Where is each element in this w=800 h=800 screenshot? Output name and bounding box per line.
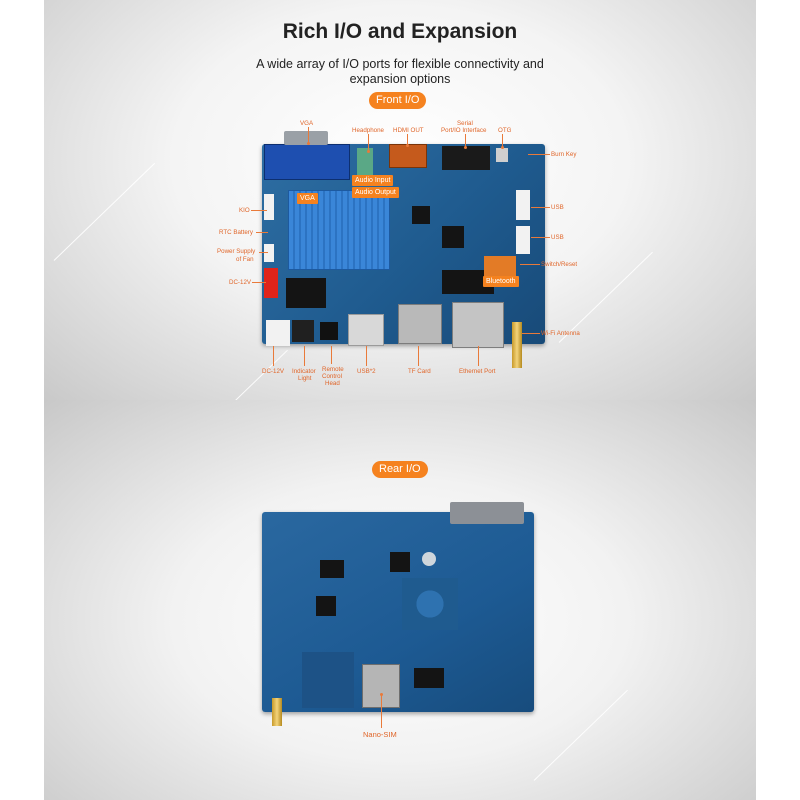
leader-line xyxy=(259,252,268,253)
serial-label-line1: Serial xyxy=(457,120,473,127)
bluetooth-tag: Bluetooth xyxy=(483,276,519,287)
chip xyxy=(442,226,464,248)
remote-label-line2: Control xyxy=(322,373,342,380)
front-board-image xyxy=(262,131,545,368)
rear-io-badge: Rear I/O xyxy=(372,461,428,478)
leader-dot xyxy=(380,693,383,696)
audio-input-tag: Audio Input xyxy=(352,175,394,186)
headphone-jack xyxy=(357,148,373,176)
indicator-label-line1: Indicator xyxy=(292,368,316,375)
otg-port xyxy=(496,148,508,162)
leader-line xyxy=(252,282,266,283)
usb-stack xyxy=(348,314,384,346)
leader-line xyxy=(407,134,408,146)
switch-reset-label: Switch/Reset xyxy=(541,261,578,268)
chip xyxy=(412,206,430,224)
leader-line xyxy=(381,695,382,728)
usb-header xyxy=(516,190,530,220)
tf-card-slot xyxy=(398,304,442,344)
serial-header xyxy=(442,146,490,170)
dc-jack xyxy=(266,320,290,346)
tf-card-label: TF Card xyxy=(408,368,431,375)
leader-line xyxy=(478,346,479,366)
leader-dot xyxy=(367,150,370,153)
indicator-led xyxy=(292,320,314,342)
usb-header xyxy=(516,226,530,254)
leader-line xyxy=(520,264,540,265)
wifi-antenna-connector xyxy=(512,322,522,368)
leader-line xyxy=(256,232,268,233)
vga-connector-shell xyxy=(284,131,328,145)
leader-line xyxy=(528,154,550,155)
fan-power-label-line1: Power Supply xyxy=(217,248,256,255)
usb-label-lower: USB xyxy=(551,234,564,241)
leader-line xyxy=(308,127,309,144)
leader-dot xyxy=(464,146,467,149)
nano-sim-label: Nano-SIM xyxy=(363,730,397,739)
remote-label-line3: Head xyxy=(325,380,340,387)
dc12v-bottom-label: DC-12V xyxy=(262,368,285,375)
light-streak xyxy=(53,162,156,261)
chip xyxy=(286,278,326,308)
ethernet-label: Ethernet Port xyxy=(459,368,496,375)
mini-pcie-area xyxy=(302,652,354,708)
otg-label: OTG xyxy=(498,127,512,134)
leader-line xyxy=(331,346,332,364)
chip xyxy=(320,560,344,578)
leader-line xyxy=(251,210,267,211)
indicator-label-line2: Light xyxy=(298,375,312,382)
leader-dot xyxy=(501,146,504,149)
page-title: Rich I/O and Expansion xyxy=(282,20,518,43)
vga-label: VGA xyxy=(300,120,314,127)
chip xyxy=(414,668,444,688)
burn-key-label: Burn Key xyxy=(551,151,577,158)
wifi-antenna-connector-rear xyxy=(272,698,282,726)
kio-header xyxy=(264,194,274,220)
leader-line xyxy=(304,346,305,366)
leader-line xyxy=(531,237,550,238)
fan-header xyxy=(264,244,274,262)
leader-line xyxy=(418,346,419,366)
vga-connector xyxy=(264,144,350,180)
headphone-label: Headphone xyxy=(352,127,384,134)
usb-label-upper: USB xyxy=(551,204,564,211)
capacitor xyxy=(422,552,436,566)
wifi-antenna-label: Wi-Fi Antenna xyxy=(541,330,580,337)
leader-dot xyxy=(406,144,409,147)
bga-pad-area xyxy=(402,578,458,630)
leader-line xyxy=(366,346,367,366)
remote-label-line1: Remote xyxy=(322,366,344,373)
ethernet-jack xyxy=(452,302,504,348)
audio-output-tag: Audio Output xyxy=(352,187,399,198)
page-subtitle: A wide array of I/O ports for flexible c… xyxy=(256,57,544,86)
dc12v-side-label: DC-12V xyxy=(229,279,252,286)
light-streak xyxy=(533,689,628,781)
usb2-label: USB*2 xyxy=(357,368,376,375)
ir-receiver xyxy=(320,322,338,340)
serial-label-line2: Port/IO Interface xyxy=(441,127,487,134)
leader-line xyxy=(531,207,550,208)
leader-line xyxy=(502,134,503,148)
vga-connector-rear xyxy=(450,502,524,524)
rear-board-image xyxy=(262,502,534,726)
leader-line xyxy=(465,134,466,148)
leader-line xyxy=(522,333,540,334)
vga-tag: VGA xyxy=(297,193,318,204)
chip xyxy=(390,552,410,572)
kio-label: KIO xyxy=(239,207,250,214)
leader-dot xyxy=(307,142,310,145)
hdmi-out-label: HDMI OUT xyxy=(393,127,424,134)
dc-connector xyxy=(264,268,278,298)
front-io-badge: Front I/O xyxy=(369,92,427,109)
chip xyxy=(316,596,336,616)
hdmi-connector xyxy=(389,144,427,168)
fan-power-label-line2: of Fan xyxy=(236,256,254,263)
leader-line xyxy=(368,134,369,152)
rtc-battery-label: RTC Battery xyxy=(219,229,253,236)
leader-line xyxy=(273,346,274,366)
